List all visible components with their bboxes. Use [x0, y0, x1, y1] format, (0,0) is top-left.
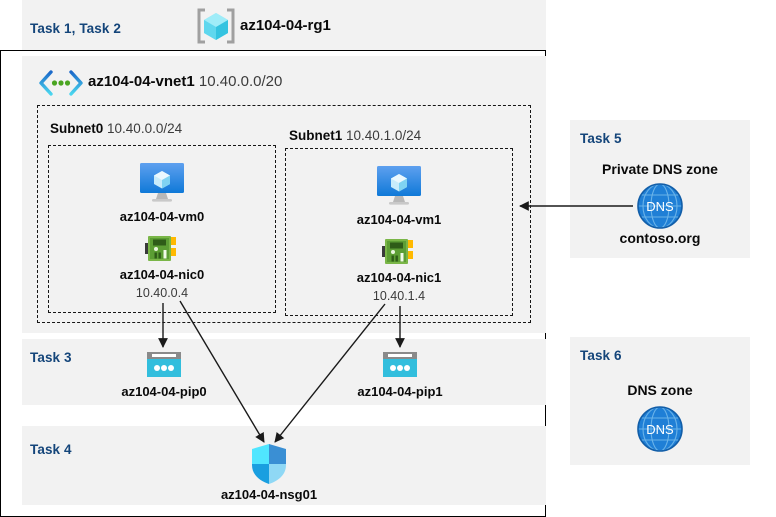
subnet1-box [285, 148, 513, 316]
task-label-1-2: Task 1, Task 2 [30, 21, 121, 36]
subnet0-name: Subnet0 [50, 121, 104, 136]
pip0-label: az104-04-pip0 [121, 384, 207, 399]
public-ip-address-icon [382, 350, 418, 380]
private-dns-zone-title: Private DNS zone [602, 161, 718, 177]
svg-text:DNS: DNS [646, 199, 674, 214]
nic1-label: az104-04-nic1 [356, 270, 442, 285]
vm1-label: az104-04-vm1 [356, 212, 442, 227]
subnet0-box [48, 145, 276, 313]
subnet0-cidr: 10.40.0.0/24 [107, 121, 183, 136]
vnet-name: az104-04-vnet1 [88, 73, 195, 90]
network-interface-icon [382, 237, 416, 265]
virtual-machine-icon [374, 163, 424, 207]
virtual-machine-icon [137, 160, 187, 204]
resource-group-cube-icon [196, 6, 236, 46]
public-ip-address-icon [146, 350, 182, 380]
nic0-label: az104-04-nic0 [119, 267, 205, 282]
pip1-label: az104-04-pip1 [357, 384, 443, 399]
network-interface-icon [145, 234, 179, 262]
subnet0-title: Subnet0 10.40.0.0/24 [50, 121, 182, 136]
subnet1-title: Subnet1 10.40.1.0/24 [289, 128, 421, 143]
dns-globe-icon: DNS [637, 406, 683, 452]
vnet-cidr: 10.40.0.0/20 [198, 73, 283, 90]
vnet-panel [22, 56, 546, 333]
svg-text:DNS: DNS [646, 422, 674, 437]
resource-group-header-panel [22, 0, 546, 50]
network-security-group-shield-icon [250, 443, 288, 485]
resource-group-name: az104-04-rg1 [240, 17, 331, 34]
task-label-5: Task 5 [580, 131, 622, 146]
nic1-ip: 10.40.1.4 [372, 289, 426, 303]
task-label-3: Task 3 [30, 350, 72, 365]
nic0-ip: 10.40.0.4 [135, 286, 189, 300]
nsg-label: az104-04-nsg01 [220, 487, 318, 502]
vnet-title: az104-04-vnet1 10.40.0.0/20 [88, 73, 282, 90]
virtual-network-icon [38, 70, 84, 96]
subnet1-cidr: 10.40.1.0/24 [346, 128, 422, 143]
task-label-6: Task 6 [580, 348, 622, 363]
subnet1-name: Subnet1 [289, 128, 343, 143]
dns-zone-title: DNS zone [627, 382, 693, 398]
task-label-4: Task 4 [30, 442, 72, 457]
private-dns-zone-name: contoso.org [619, 230, 701, 246]
vm0-label: az104-04-vm0 [119, 209, 205, 224]
dns-globe-icon: DNS [637, 183, 683, 229]
